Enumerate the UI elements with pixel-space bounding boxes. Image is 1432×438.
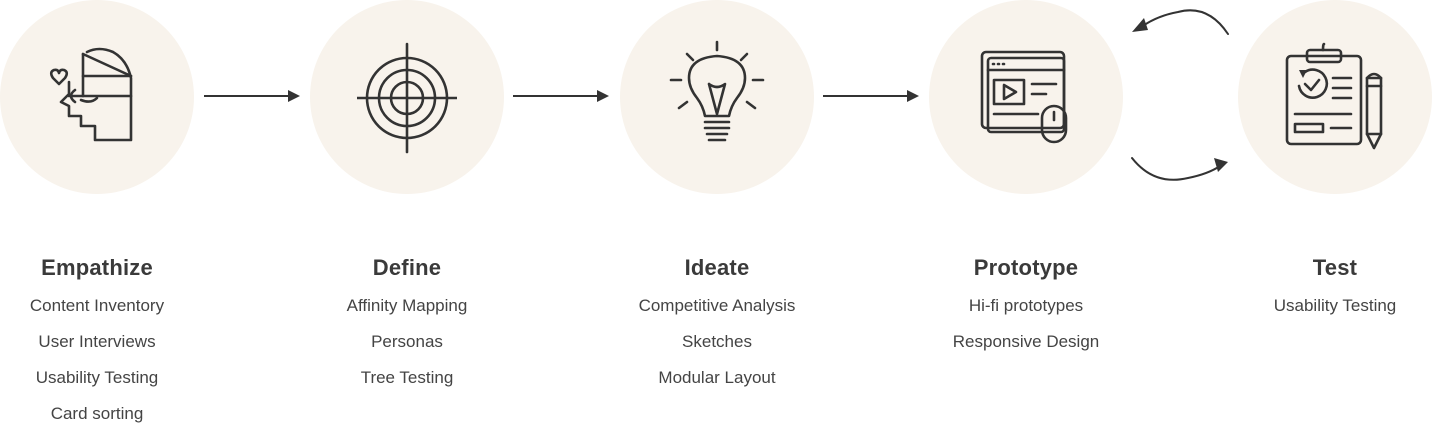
iteration-loop-icon xyxy=(1131,9,1229,181)
stage-items: Content Inventory User Interviews Usabil… xyxy=(0,294,234,438)
list-item: Content Inventory xyxy=(29,296,165,315)
stage-items: Competitive Analysis Sketches Modular La… xyxy=(580,294,854,402)
stage-title: Define xyxy=(372,255,442,280)
target-icon xyxy=(357,42,457,154)
stage-title: Ideate xyxy=(684,255,750,280)
stage-title: Empathize xyxy=(41,255,153,280)
list-item: Tree Testing xyxy=(360,368,454,387)
list-item: Personas xyxy=(371,332,443,351)
stage-circle xyxy=(310,0,504,194)
arrow-right-icon xyxy=(513,90,609,102)
list-item: Usability Testing xyxy=(1273,296,1397,315)
stage-circle xyxy=(0,0,194,194)
stage-title: Prototype xyxy=(973,255,1079,280)
stage-items: Usability Testing xyxy=(1198,294,1432,330)
list-item: Competitive Analysis xyxy=(638,296,796,315)
stage-items: Affinity Mapping Personas Tree Testing xyxy=(270,294,544,402)
list-item: Affinity Mapping xyxy=(346,296,468,315)
stage-items: Hi-fi prototypes Responsive Design xyxy=(889,294,1163,366)
list-item: Sketches xyxy=(682,332,752,351)
stage-title: Test xyxy=(1312,255,1358,280)
list-item: Card sorting xyxy=(50,404,144,423)
list-item: Modular Layout xyxy=(658,368,776,387)
stage-circle xyxy=(1238,0,1432,194)
list-item: Hi-fi prototypes xyxy=(968,296,1084,315)
list-item: Usability Testing xyxy=(35,368,159,387)
browser-mouse-icon xyxy=(980,50,1068,144)
clipboard-pencil-icon xyxy=(1285,42,1383,150)
head-heart-icon xyxy=(49,47,133,142)
arrow-right-icon xyxy=(204,90,300,102)
list-item: Responsive Design xyxy=(952,332,1100,351)
lightbulb-icon xyxy=(669,40,765,142)
stage-circle xyxy=(620,0,814,194)
list-item: User Interviews xyxy=(38,332,156,351)
arrow-right-icon xyxy=(823,90,919,102)
stage-circle xyxy=(929,0,1123,194)
